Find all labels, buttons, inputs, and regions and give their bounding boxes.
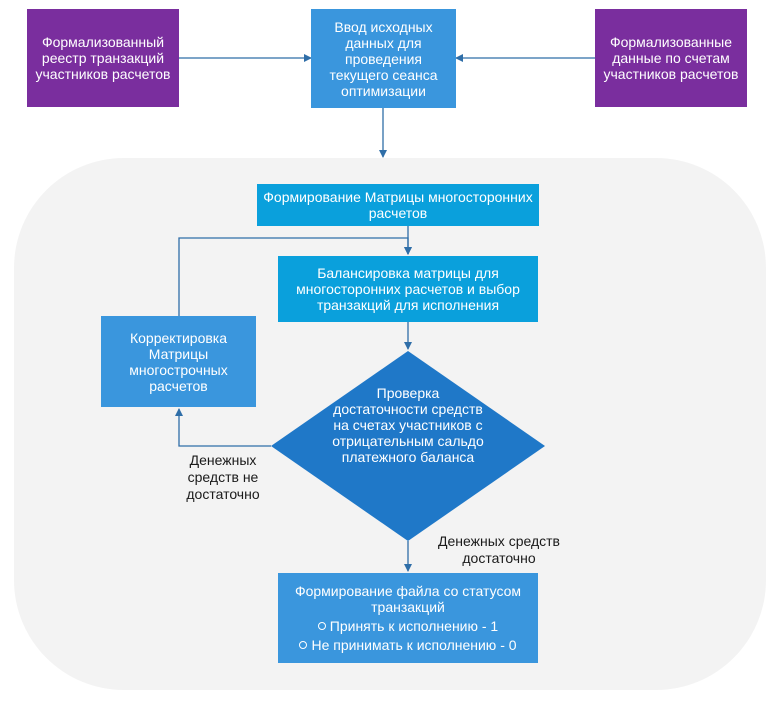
node-status-file: Формирование файла со статусом транзакци… (278, 573, 538, 663)
edge-decision-to-correction (175, 408, 271, 447)
status-item-accept-label: Принять к исполнению - 1 (329, 618, 499, 634)
node-account-data: Формализованные данные по счетам участни… (595, 9, 747, 107)
node-transaction-registry: Формализованный реестр транзакций участн… (27, 9, 179, 107)
node-input-data: Ввод исходных данных для проведения теку… (311, 9, 456, 108)
bullet-icon (299, 641, 308, 649)
edge-correction-to-balancing (178, 237, 412, 316)
node-transaction-registry-label: Формализованный реестр транзакций участн… (35, 34, 171, 82)
status-item-reject: Не принимать к исполнению - 0 (299, 637, 517, 653)
bullet-icon (317, 622, 326, 630)
decision-diamond (271, 351, 545, 541)
status-item-reject-label: Не принимать к исполнению - 0 (311, 637, 517, 653)
node-matrix-balancing: Балансировка матрицы для многосторонних … (278, 256, 538, 322)
node-matrix-correction: Корректировка Матрицы многострочных расч… (101, 316, 256, 407)
node-matrix-balancing-label: Балансировка матрицы для многосторонних … (296, 265, 520, 313)
edge-label-insufficient: Денежных средств не достаточно (186, 452, 260, 502)
node-matrix-correction-label: Корректировка Матрицы многострочных расч… (129, 329, 228, 394)
node-status-file-title: Формирование файла со статусом транзакци… (294, 583, 522, 615)
edge-label-sufficient: Денежных средств достаточно (438, 533, 560, 566)
status-item-accept: Принять к исполнению - 1 (317, 618, 499, 634)
node-matrix-formation-label: Формирование Матрицы многосторонних расч… (263, 189, 533, 221)
node-account-data-label: Формализованные данные по счетам участни… (603, 34, 739, 82)
node-input-data-label: Ввод исходных данных для проведения теку… (329, 18, 438, 99)
node-matrix-formation: Формирование Матрицы многосторонних расч… (257, 184, 539, 226)
decision-funds-check-label: Проверка достаточности средств на счетах… (332, 385, 484, 465)
